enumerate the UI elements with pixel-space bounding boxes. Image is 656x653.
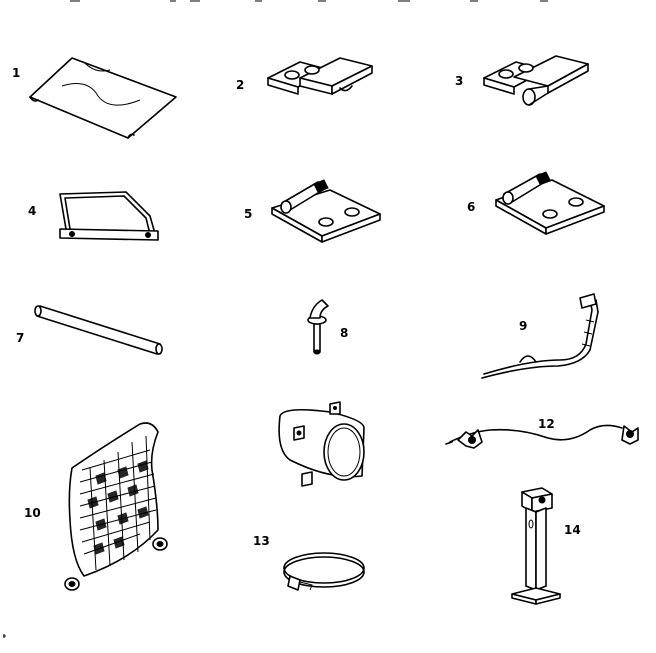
part-8-pin: 8: [307, 299, 348, 355]
part-3-label: 3: [455, 74, 463, 88]
part-10-label: 10: [24, 506, 41, 520]
part-5-hinge-plate: 5: [244, 179, 381, 243]
part-12-cable: 12: [445, 417, 639, 449]
part-13-clamp: 13: [253, 534, 365, 591]
part-10-net: 10: [24, 422, 168, 591]
part-5-label: 5: [244, 207, 252, 221]
part-9-label: 9: [519, 319, 527, 333]
part-9-strap: 9: [481, 293, 599, 379]
part-6-label: 6: [467, 200, 475, 214]
part-7-label: 7: [16, 331, 24, 345]
part-2-label: 2: [236, 78, 244, 92]
part-1-label: 1: [12, 66, 20, 80]
part-14-stand: 14: [511, 487, 581, 605]
part-6-hinge-plate: 6: [467, 171, 605, 235]
part-4-frame: 4: [28, 191, 159, 241]
part-4-label: 4: [28, 204, 36, 218]
part-12-label: 12: [538, 417, 555, 431]
part-8-label: 8: [340, 326, 348, 340]
part-14-label: 14: [564, 523, 581, 537]
part-7-rod: 7: [16, 305, 163, 355]
part-3-bracket: 3: [455, 55, 589, 106]
part-2-bracket: 2: [236, 57, 373, 95]
stray-mark: [3, 634, 6, 638]
part-11-collar: 11: [278, 401, 365, 487]
part-13-label: 13: [253, 534, 270, 548]
part-1-bag: 1: [12, 57, 177, 139]
